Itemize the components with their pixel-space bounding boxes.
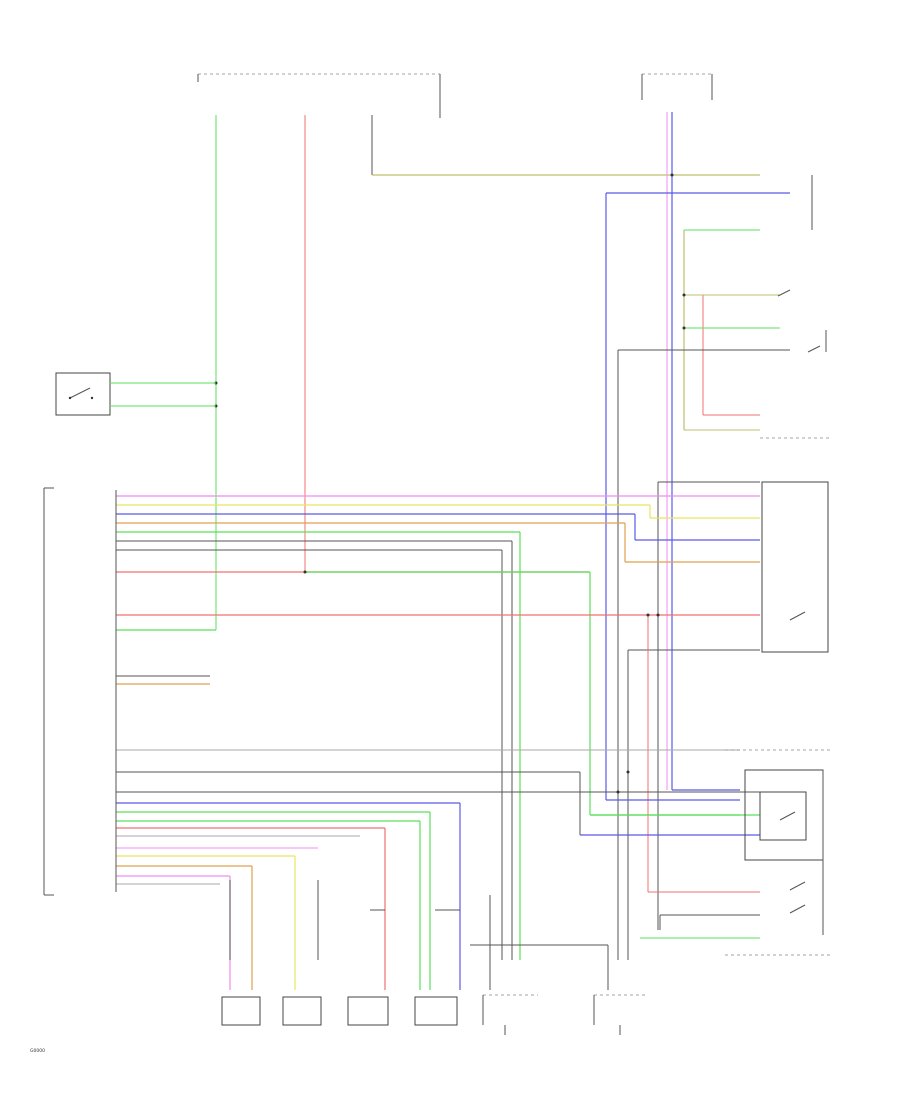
- vertical-wires: [215, 112, 790, 960]
- bottom-sensors: [221, 880, 648, 1035]
- top-fuse-headers: [197, 73, 713, 118]
- main-control-module: [43, 487, 117, 896]
- right-components: [725, 175, 830, 956]
- module-harness-wires: [116, 495, 760, 990]
- left-switch-box: [55, 372, 216, 416]
- junction-dots: [214, 173, 686, 794]
- diagram-code: G0000: [30, 1048, 45, 1054]
